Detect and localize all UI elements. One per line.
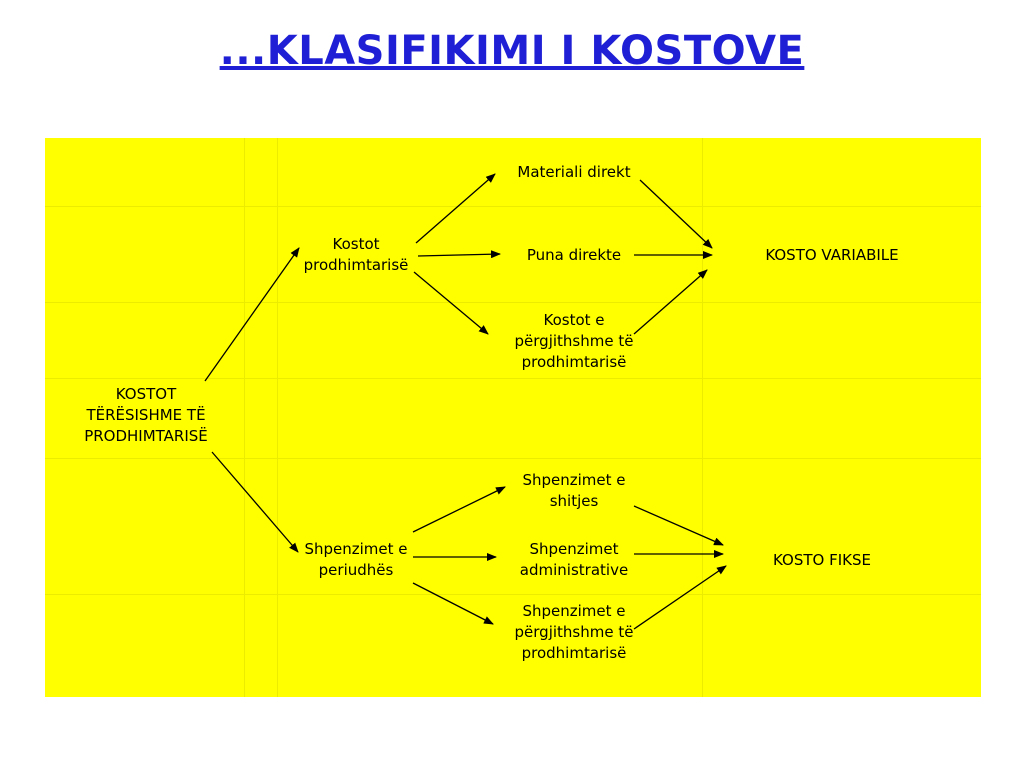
node-general-expenses: Shpenzimet e përgjithshme të prodhimtari… [484, 601, 664, 664]
node-line: shitjes [549, 492, 599, 510]
node-line: KOSTO VARIABILE [765, 246, 899, 264]
arrow-general-to-fixed [633, 565, 727, 630]
grid-line [45, 458, 981, 459]
arrow-root-to-production [204, 247, 300, 382]
node-line: prodhimtarisë [521, 353, 627, 371]
node-line: Puna direkte [526, 246, 622, 264]
node-line: Kostot [332, 235, 380, 253]
node-line: periudhës [318, 561, 394, 579]
node-line: Shpenzimet e [522, 471, 626, 489]
node-line: KOSTO FIKSE [773, 551, 871, 569]
grid-line [702, 138, 703, 697]
grid-line [45, 378, 981, 379]
grid-line [45, 594, 981, 595]
node-line: prodhimtarisë [303, 256, 409, 274]
node-line: përgjithshme të [514, 332, 634, 350]
node-direct-material: Materiali direkt [494, 162, 654, 183]
grid-line [45, 206, 981, 207]
node-line: KOSTOT [115, 385, 177, 403]
arrow-production-to-material [415, 173, 496, 244]
arrow-production-to-overhead [413, 271, 489, 335]
arrow-root-to-period [211, 451, 299, 553]
node-selling-expenses: Shpenzimet e shitjes [494, 470, 654, 512]
diagram-panel [45, 138, 981, 697]
page-title: ...KLASIFIKIMI I KOSTOVE [219, 28, 805, 74]
arrow-production-to-labor [417, 250, 501, 259]
node-line: përgjithshme të [514, 623, 634, 641]
node-production-overhead: Kostot e përgjithshme të prodhimtarisë [484, 310, 664, 373]
arrow-selling-to-fixed [633, 505, 724, 546]
arrow-overhead-to-variable [633, 269, 708, 335]
node-admin-expenses: Shpenzimet administrative [494, 539, 654, 581]
node-line: Shpenzimet e [522, 602, 626, 620]
arrow-period-to-general [412, 582, 494, 625]
node-period-expenses: Shpenzimet e periudhës [281, 539, 431, 581]
grid-line [277, 138, 278, 697]
node-production-costs: Kostot prodhimtarisë [281, 234, 431, 276]
node-line: Kostot e [543, 311, 605, 329]
arrow-material-to-variable [639, 179, 713, 249]
node-line: prodhimtarisë [521, 644, 627, 662]
grid-line [244, 138, 245, 697]
node-total-production-costs: KOSTOT TËRËSISHME TË PRODHIMTARISË [56, 384, 236, 447]
node-line: TËRËSISHME TË [86, 406, 206, 424]
node-line: Materiali direkt [517, 163, 631, 181]
node-line: administrative [519, 561, 629, 579]
node-direct-labor: Puna direkte [494, 245, 654, 266]
node-line: Shpenzimet [529, 540, 619, 558]
node-line: PRODHIMTARISË [84, 427, 208, 445]
arrow-period-to-selling [412, 486, 506, 533]
node-fixed-cost: KOSTO FIKSE [722, 550, 922, 571]
node-line: Shpenzimet e [304, 540, 408, 558]
node-variable-cost: KOSTO VARIABILE [722, 245, 942, 266]
grid-line [45, 302, 981, 303]
